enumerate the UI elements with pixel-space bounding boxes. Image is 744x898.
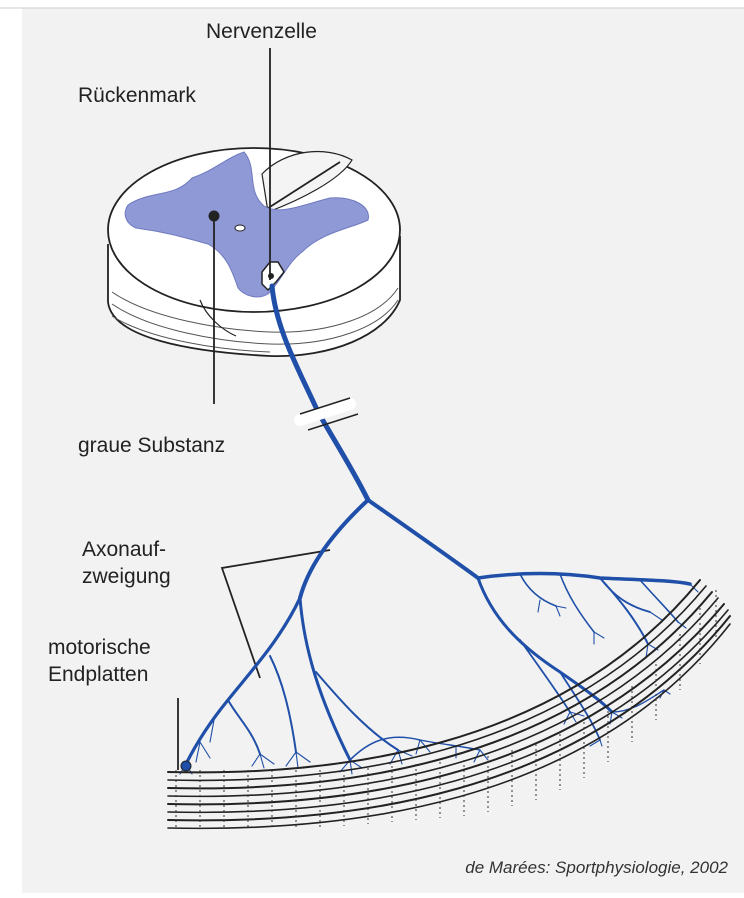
spinal-cord-label: Rückenmark bbox=[78, 82, 196, 109]
endplate-dot bbox=[181, 761, 191, 771]
motor-endplates-label: motorische Endplatten bbox=[48, 634, 151, 688]
citation: de Marées: Sportphysiologie, 2002 bbox=[465, 858, 728, 878]
axon-branching-label: Axonauf- zweigung bbox=[82, 536, 171, 590]
nerve-cell-label: Nervenzelle bbox=[206, 18, 317, 45]
gray-matter-label: graue Substanz bbox=[78, 432, 225, 459]
spinal-cord-section bbox=[108, 148, 400, 356]
